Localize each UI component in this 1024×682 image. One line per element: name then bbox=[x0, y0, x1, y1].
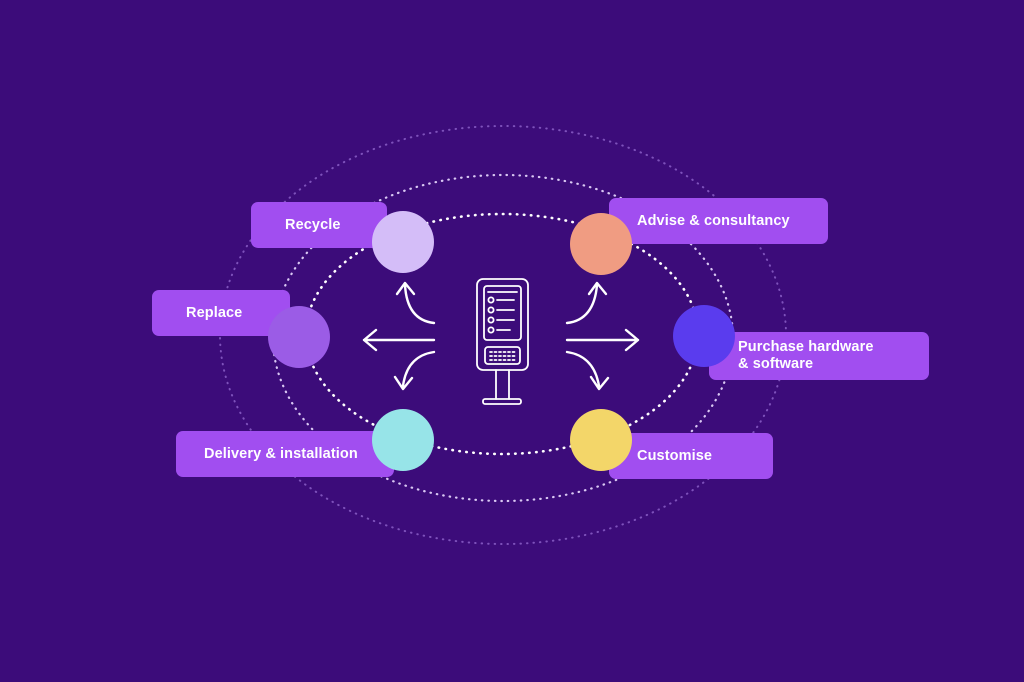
step-label-purchase: Purchase hardware & software bbox=[709, 332, 929, 380]
step-label-recycle: Recycle bbox=[251, 202, 387, 248]
step-node-delivery bbox=[372, 409, 434, 471]
arrows bbox=[362, 281, 640, 391]
step-label-advise: Advise & consultancy bbox=[609, 198, 828, 244]
step-node-customise bbox=[570, 409, 632, 471]
arrow-up-left bbox=[395, 281, 436, 325]
step-label-replace: Replace bbox=[152, 290, 290, 336]
step-node-replace bbox=[268, 306, 330, 368]
step-label-customise: Customise bbox=[609, 433, 773, 479]
step-node-advise bbox=[570, 213, 632, 275]
step-node-purchase bbox=[673, 305, 735, 367]
arrow-up-right bbox=[565, 281, 608, 325]
arrow-down-left bbox=[393, 350, 436, 391]
step-node-recycle bbox=[372, 211, 434, 273]
arrow-left bbox=[362, 328, 436, 352]
inner-orbit-ring bbox=[304, 212, 700, 456]
arrow-down-right bbox=[565, 350, 610, 391]
kiosk-terminal-icon bbox=[476, 278, 529, 405]
arrow-right bbox=[565, 328, 640, 352]
step-label-delivery: Delivery & installation bbox=[176, 431, 394, 477]
